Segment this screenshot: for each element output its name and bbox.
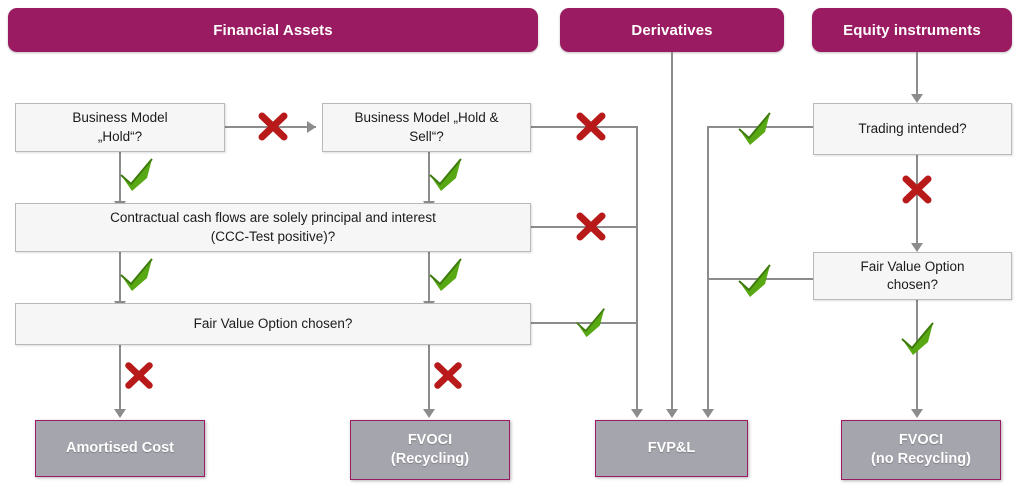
decision-fair-value-option-left[interactable]: Fair Value Option chosen?	[15, 303, 531, 345]
arrowhead-equity-to-trading	[911, 94, 923, 103]
decision-fair-value-option-right[interactable]: Fair Value Option chosen?	[813, 252, 1012, 300]
decision-business-model-hold-sell[interactable]: Business Model „Hold & Sell“?	[322, 103, 531, 152]
connector-derivatives-to-fvpl	[671, 52, 673, 409]
cross-icon-no-trading-intended	[898, 170, 936, 208]
decision-bm-hold-sell-line1: Business Model „Hold &	[354, 110, 499, 126]
outcome-fvoci-no-recycling[interactable]: FVOCI (no Recycling)	[841, 420, 1001, 480]
decision-bm-hold-sell-line2: Sell“?	[409, 128, 444, 144]
outcome-fvoci-no-recycling-line2: (no Recycling)	[871, 451, 971, 467]
outcome-fvpl-label: FVP&L	[647, 440, 696, 457]
decision-fvo-right-line2: chosen?	[886, 277, 939, 292]
connector-trading-to-fvo-right	[916, 155, 918, 243]
decision-ccc-line2: (CCC-Test positive)?	[210, 228, 336, 244]
arrowhead-fvo-left-to-fvoci-recycling	[423, 409, 435, 418]
outcome-fvoci-no-recycling-line1: FVOCI	[898, 432, 944, 449]
cross-icon-no-fair-value-option-to-fvoci	[430, 357, 466, 393]
connector-fvo-right-to-fvoci-no-recycling	[916, 300, 918, 409]
connector-bmholdsell-to-ccc	[428, 152, 430, 201]
check-icon-yes-ccc-test-left	[117, 256, 157, 292]
outcome-fvoci-recycling-line1: FVOCI	[407, 432, 453, 449]
cross-icon-no-business-model-hold	[254, 107, 292, 145]
check-icon-yes-trading-intended	[735, 110, 775, 146]
connector-ccc-to-fvo-left-b	[428, 252, 430, 301]
outcome-amortised-cost[interactable]: Amortised Cost	[35, 420, 205, 477]
header-financial-assets-label: Financial Assets	[213, 21, 333, 39]
header-derivatives-label: Derivatives	[631, 21, 713, 39]
decision-fvo-left-label: Fair Value Option chosen?	[193, 315, 353, 331]
decision-fvo-right-line1: Fair Value Option	[860, 258, 965, 274]
header-financial-assets: Financial Assets	[8, 8, 538, 52]
header-equity-instruments: Equity instruments	[812, 8, 1012, 52]
decision-trading-label: Trading intended?	[858, 120, 967, 136]
header-derivatives: Derivatives	[560, 8, 784, 52]
connector-ccc-to-fvpl	[531, 226, 638, 228]
connector-fvpl-bus-vertical	[636, 126, 638, 409]
arrowhead-bmhold-to-bmholdsell	[307, 121, 316, 133]
outcome-fvpl[interactable]: FVP&L	[595, 420, 748, 477]
cross-icon-no-fair-value-option-to-amortised	[121, 357, 157, 393]
decision-bm-hold-line2: „Hold“?	[97, 128, 143, 144]
connector-fvo-left-to-fvpl	[531, 322, 638, 324]
decision-bm-hold-line1: Business Model	[72, 110, 168, 126]
cross-icon-no-business-model-hold-sell	[572, 107, 610, 145]
connector-bmhold-to-ccc	[119, 152, 121, 201]
check-icon-yes-business-model-hold	[117, 156, 157, 192]
connector-fvo-left-to-amortised	[119, 345, 121, 409]
check-icon-yes-business-model-hold-sell	[426, 156, 466, 192]
arrowhead-fvpl-bus	[631, 409, 643, 418]
connector-bmholdsell-to-fvpl	[531, 126, 638, 128]
outcome-fvoci-recycling[interactable]: FVOCI (Recycling)	[350, 420, 510, 480]
connector-fvo-left-to-fvoci-recycling	[428, 345, 430, 409]
arrowhead-trading-yes-to-fvpl	[702, 409, 714, 418]
decision-trading-intended[interactable]: Trading intended?	[813, 103, 1012, 155]
connector-ccc-to-fvo-left-a	[119, 252, 121, 301]
check-icon-yes-fair-value-option-right	[735, 262, 775, 298]
arrowhead-trading-to-fvo-right	[911, 243, 923, 252]
decision-ccc-line1: Contractual cash flows are solely princi…	[110, 210, 436, 226]
check-icon-no-fair-value-option-right-to-fvoci	[898, 320, 938, 356]
connector-equity-to-trading	[916, 52, 918, 94]
decision-business-model-hold[interactable]: Business Model „Hold“?	[15, 103, 225, 152]
cross-icon-no-ccc-test	[572, 207, 610, 245]
connector-trading-yes-vertical	[707, 126, 709, 409]
outcome-amortised-cost-label: Amortised Cost	[66, 440, 174, 457]
check-icon-yes-fair-value-option-left	[573, 306, 609, 338]
arrowhead-fvo-right-to-fvoci-no-recycling	[911, 409, 923, 418]
outcome-fvoci-recycling-line2: (Recycling)	[390, 451, 470, 467]
decision-ccc-test[interactable]: Contractual cash flows are solely princi…	[15, 203, 531, 252]
header-equity-instruments-label: Equity instruments	[843, 21, 981, 39]
check-icon-yes-ccc-test-right	[426, 256, 466, 292]
arrowhead-fvo-left-to-amortised	[114, 409, 126, 418]
arrowhead-derivatives-to-fvpl	[666, 409, 678, 418]
